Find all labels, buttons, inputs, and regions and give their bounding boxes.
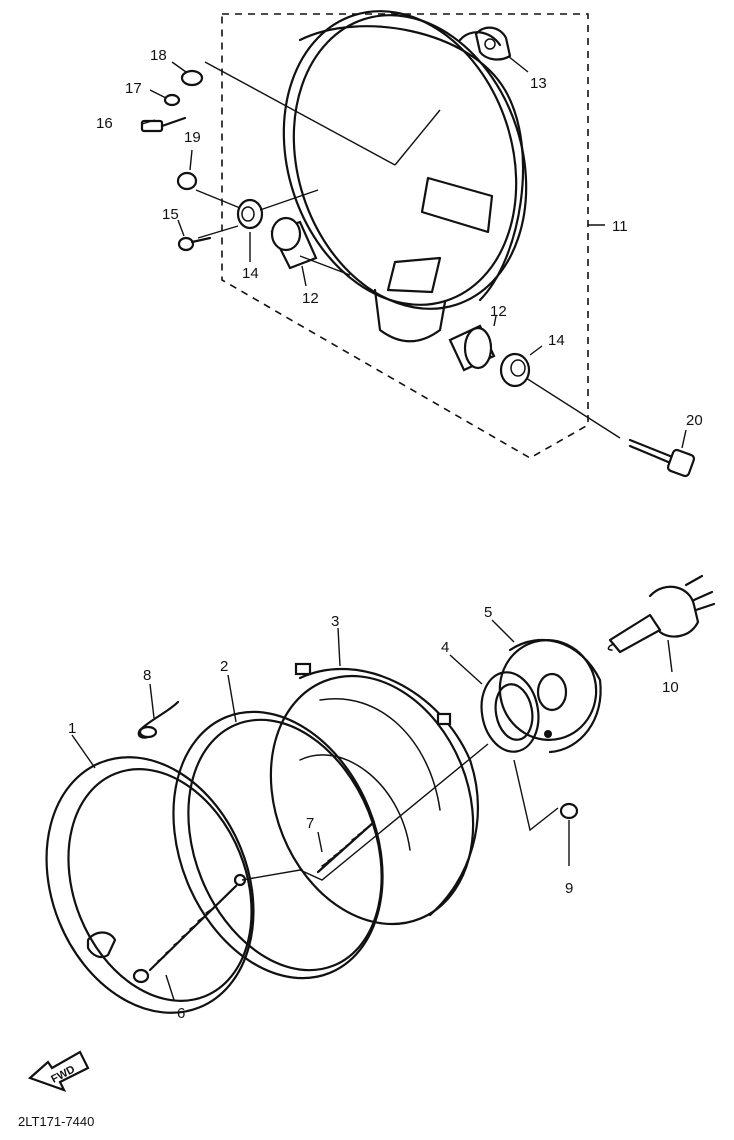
part-8-clip	[137, 700, 180, 739]
part-14-collar-right	[499, 352, 531, 388]
part-number-labels: 1 2 3 4 5 6 7 8 9 10 11 12 12 13 14 14 1…	[68, 47, 703, 1022]
part-3-lens-unit	[269, 662, 479, 926]
label-part-8: 8	[143, 667, 151, 684]
leaders-upper	[141, 55, 687, 449]
label-part-14b: 14	[548, 332, 565, 349]
part-18-washer	[180, 69, 204, 87]
label-part-14a: 14	[242, 265, 259, 282]
label-part-2: 2	[220, 658, 228, 675]
part-1-rim	[45, 756, 255, 1014]
label-part-12b: 12	[490, 303, 507, 320]
label-part-7: 7	[306, 815, 314, 832]
part-10-bulb	[607, 574, 716, 654]
label-part-18: 18	[150, 47, 167, 64]
part-4-socket-ring	[480, 671, 540, 753]
part-2-ring	[172, 710, 384, 980]
part-16-screw	[140, 116, 187, 133]
label-part-10: 10	[662, 679, 679, 696]
label-part-12a: 12	[302, 290, 319, 307]
label-part-13: 13	[530, 75, 547, 92]
part-15-screw	[177, 236, 212, 252]
part-19-nut	[176, 171, 198, 191]
label-part-3: 3	[331, 613, 339, 630]
part-13-clip	[474, 26, 512, 61]
body-assembly-outline	[221, 13, 605, 459]
part-5-bulb-holder	[498, 638, 602, 754]
part-6-screw	[132, 873, 247, 984]
part-14-collar-left	[236, 198, 264, 230]
label-part-1: 1	[68, 720, 76, 737]
part-12-bushing-right	[448, 324, 496, 372]
part-17-lock-washer	[163, 93, 181, 107]
label-part-4: 4	[441, 639, 449, 656]
part-20-bolt	[628, 438, 696, 478]
fwd-arrow-icon: FWD	[27, 1050, 90, 1092]
part-7-adjusting-screw	[316, 820, 376, 874]
diagram-code: 2LT171-7440	[18, 1114, 94, 1129]
label-part-6: 6	[177, 1005, 185, 1022]
leaders-lower	[71, 619, 673, 1001]
part-12-bushing-left	[270, 216, 318, 270]
part-9-screw	[559, 802, 579, 820]
label-part-20: 20	[686, 412, 703, 429]
label-part-19: 19	[184, 129, 201, 146]
label-part-5: 5	[484, 604, 492, 621]
headlight-body	[282, 10, 528, 343]
label-part-17: 17	[125, 80, 142, 97]
label-part-16: 16	[96, 115, 113, 132]
label-part-11: 11	[612, 218, 628, 235]
label-part-9: 9	[565, 880, 573, 897]
label-part-15: 15	[162, 206, 179, 223]
